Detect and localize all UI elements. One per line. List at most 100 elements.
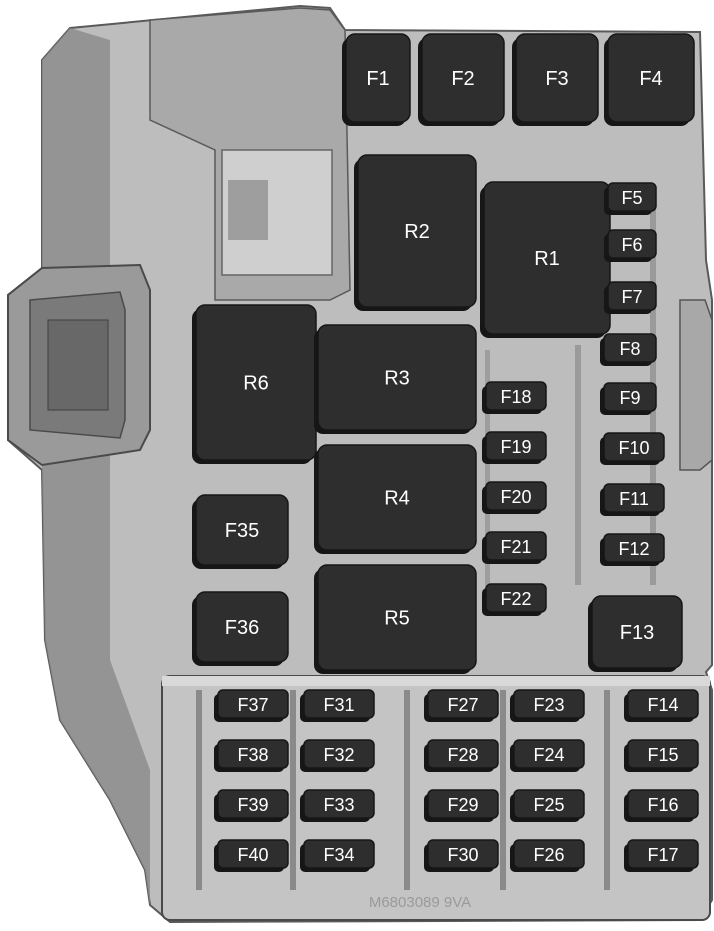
component-body (303, 839, 375, 869)
component-label: F10 (618, 438, 649, 458)
fuse-f2: F2 (418, 33, 505, 126)
component-label: F9 (619, 388, 640, 408)
mini-fuse-f24: F24 (510, 739, 585, 772)
component-label: F33 (323, 795, 354, 815)
mini-fuse-f23: F23 (510, 689, 585, 722)
component-body (485, 531, 547, 561)
mini-fuse-f26: F26 (510, 839, 585, 872)
component-label: F22 (500, 589, 531, 609)
component-label: F3 (545, 68, 568, 90)
component-body (195, 591, 289, 663)
mini-fuse-f17: F17 (624, 839, 699, 872)
component-label: F5 (621, 188, 642, 208)
component-label: F6 (621, 235, 642, 255)
component-label: F39 (237, 795, 268, 815)
component-body (485, 583, 547, 613)
connector-slot (47, 319, 109, 411)
mini-fuse-f31: F31 (300, 689, 375, 722)
relay-r3: R3 (314, 324, 477, 434)
component-body (603, 432, 665, 462)
rib (485, 350, 490, 610)
component-label: F30 (447, 845, 478, 865)
molded-marking: M6803089 9VA (369, 894, 471, 911)
component-label: F21 (500, 537, 531, 557)
mini-fuse-f11: F11 (600, 483, 665, 516)
component-label: F4 (639, 68, 662, 90)
component-label: F32 (323, 745, 354, 765)
mini-fuse-f22: F22 (482, 583, 547, 616)
component-body (217, 789, 289, 819)
component-label: F37 (237, 695, 268, 715)
rib (604, 690, 610, 890)
mini-fuse-f29: F29 (424, 789, 499, 822)
component-body (317, 564, 477, 671)
component-label: F24 (533, 745, 564, 765)
component-label: F7 (621, 287, 642, 307)
component-body (603, 382, 657, 412)
component-body (421, 33, 505, 123)
mini-fuse-f30: F30 (424, 839, 499, 872)
mini-fuse-f6: F6 (604, 229, 657, 262)
component-label: F40 (237, 845, 268, 865)
component-label: F23 (533, 695, 564, 715)
component-body (513, 739, 585, 769)
component-body (427, 789, 499, 819)
component-body (591, 595, 683, 669)
component-label: F15 (647, 745, 678, 765)
component-body (515, 33, 599, 123)
fuse-f1: F1 (342, 33, 411, 126)
fuse-f36: F36 (192, 591, 289, 666)
relay-r1: R1 (480, 181, 611, 338)
component-body (513, 689, 585, 719)
relay-r5: R5 (314, 564, 477, 674)
mini-fuse-f12: F12 (600, 533, 665, 566)
component-body (607, 229, 657, 259)
rib (500, 690, 506, 890)
component-label: F27 (447, 695, 478, 715)
mini-fuse-f16: F16 (624, 789, 699, 822)
component-label: R6 (243, 373, 269, 395)
component-label: F34 (323, 845, 354, 865)
mini-fuse-f19: F19 (482, 431, 547, 464)
component-label: F35 (225, 520, 259, 542)
component-body (607, 281, 657, 311)
mini-fuse-f33: F33 (300, 789, 375, 822)
component-label: F11 (619, 489, 649, 509)
mini-fuse-f8: F8 (600, 333, 657, 366)
relay-r6: R6 (192, 304, 317, 464)
mini-fuse-f20: F20 (482, 481, 547, 514)
component-body (303, 689, 375, 719)
component-label: F38 (237, 745, 268, 765)
mini-fuse-f28: F28 (424, 739, 499, 772)
component-label: F29 (447, 795, 478, 815)
mini-fuse-f25: F25 (510, 789, 585, 822)
component-body (485, 381, 547, 411)
fuse-f3: F3 (512, 33, 599, 126)
component-body (485, 431, 547, 461)
component-label: F19 (500, 437, 531, 457)
rib (290, 690, 296, 890)
component-body (345, 33, 411, 123)
component-label: F17 (647, 845, 678, 865)
component-body (627, 739, 699, 769)
component-body (607, 33, 695, 123)
component-body (603, 333, 657, 363)
rib (575, 345, 581, 585)
component-label: R1 (534, 248, 560, 270)
component-body (627, 789, 699, 819)
component-label: F28 (447, 745, 478, 765)
rib (404, 690, 410, 890)
mini-fuse-f37: F37 (214, 689, 289, 722)
component-body (427, 689, 499, 719)
fuse-f4: F4 (604, 33, 695, 126)
mini-fuse-f32: F32 (300, 739, 375, 772)
component-body (627, 839, 699, 869)
component-label: F8 (619, 339, 640, 359)
mini-fuse-f10: F10 (600, 432, 665, 465)
component-body (603, 483, 665, 513)
mini-fuse-f7: F7 (604, 281, 657, 314)
mini-fuse-f21: F21 (482, 531, 547, 564)
